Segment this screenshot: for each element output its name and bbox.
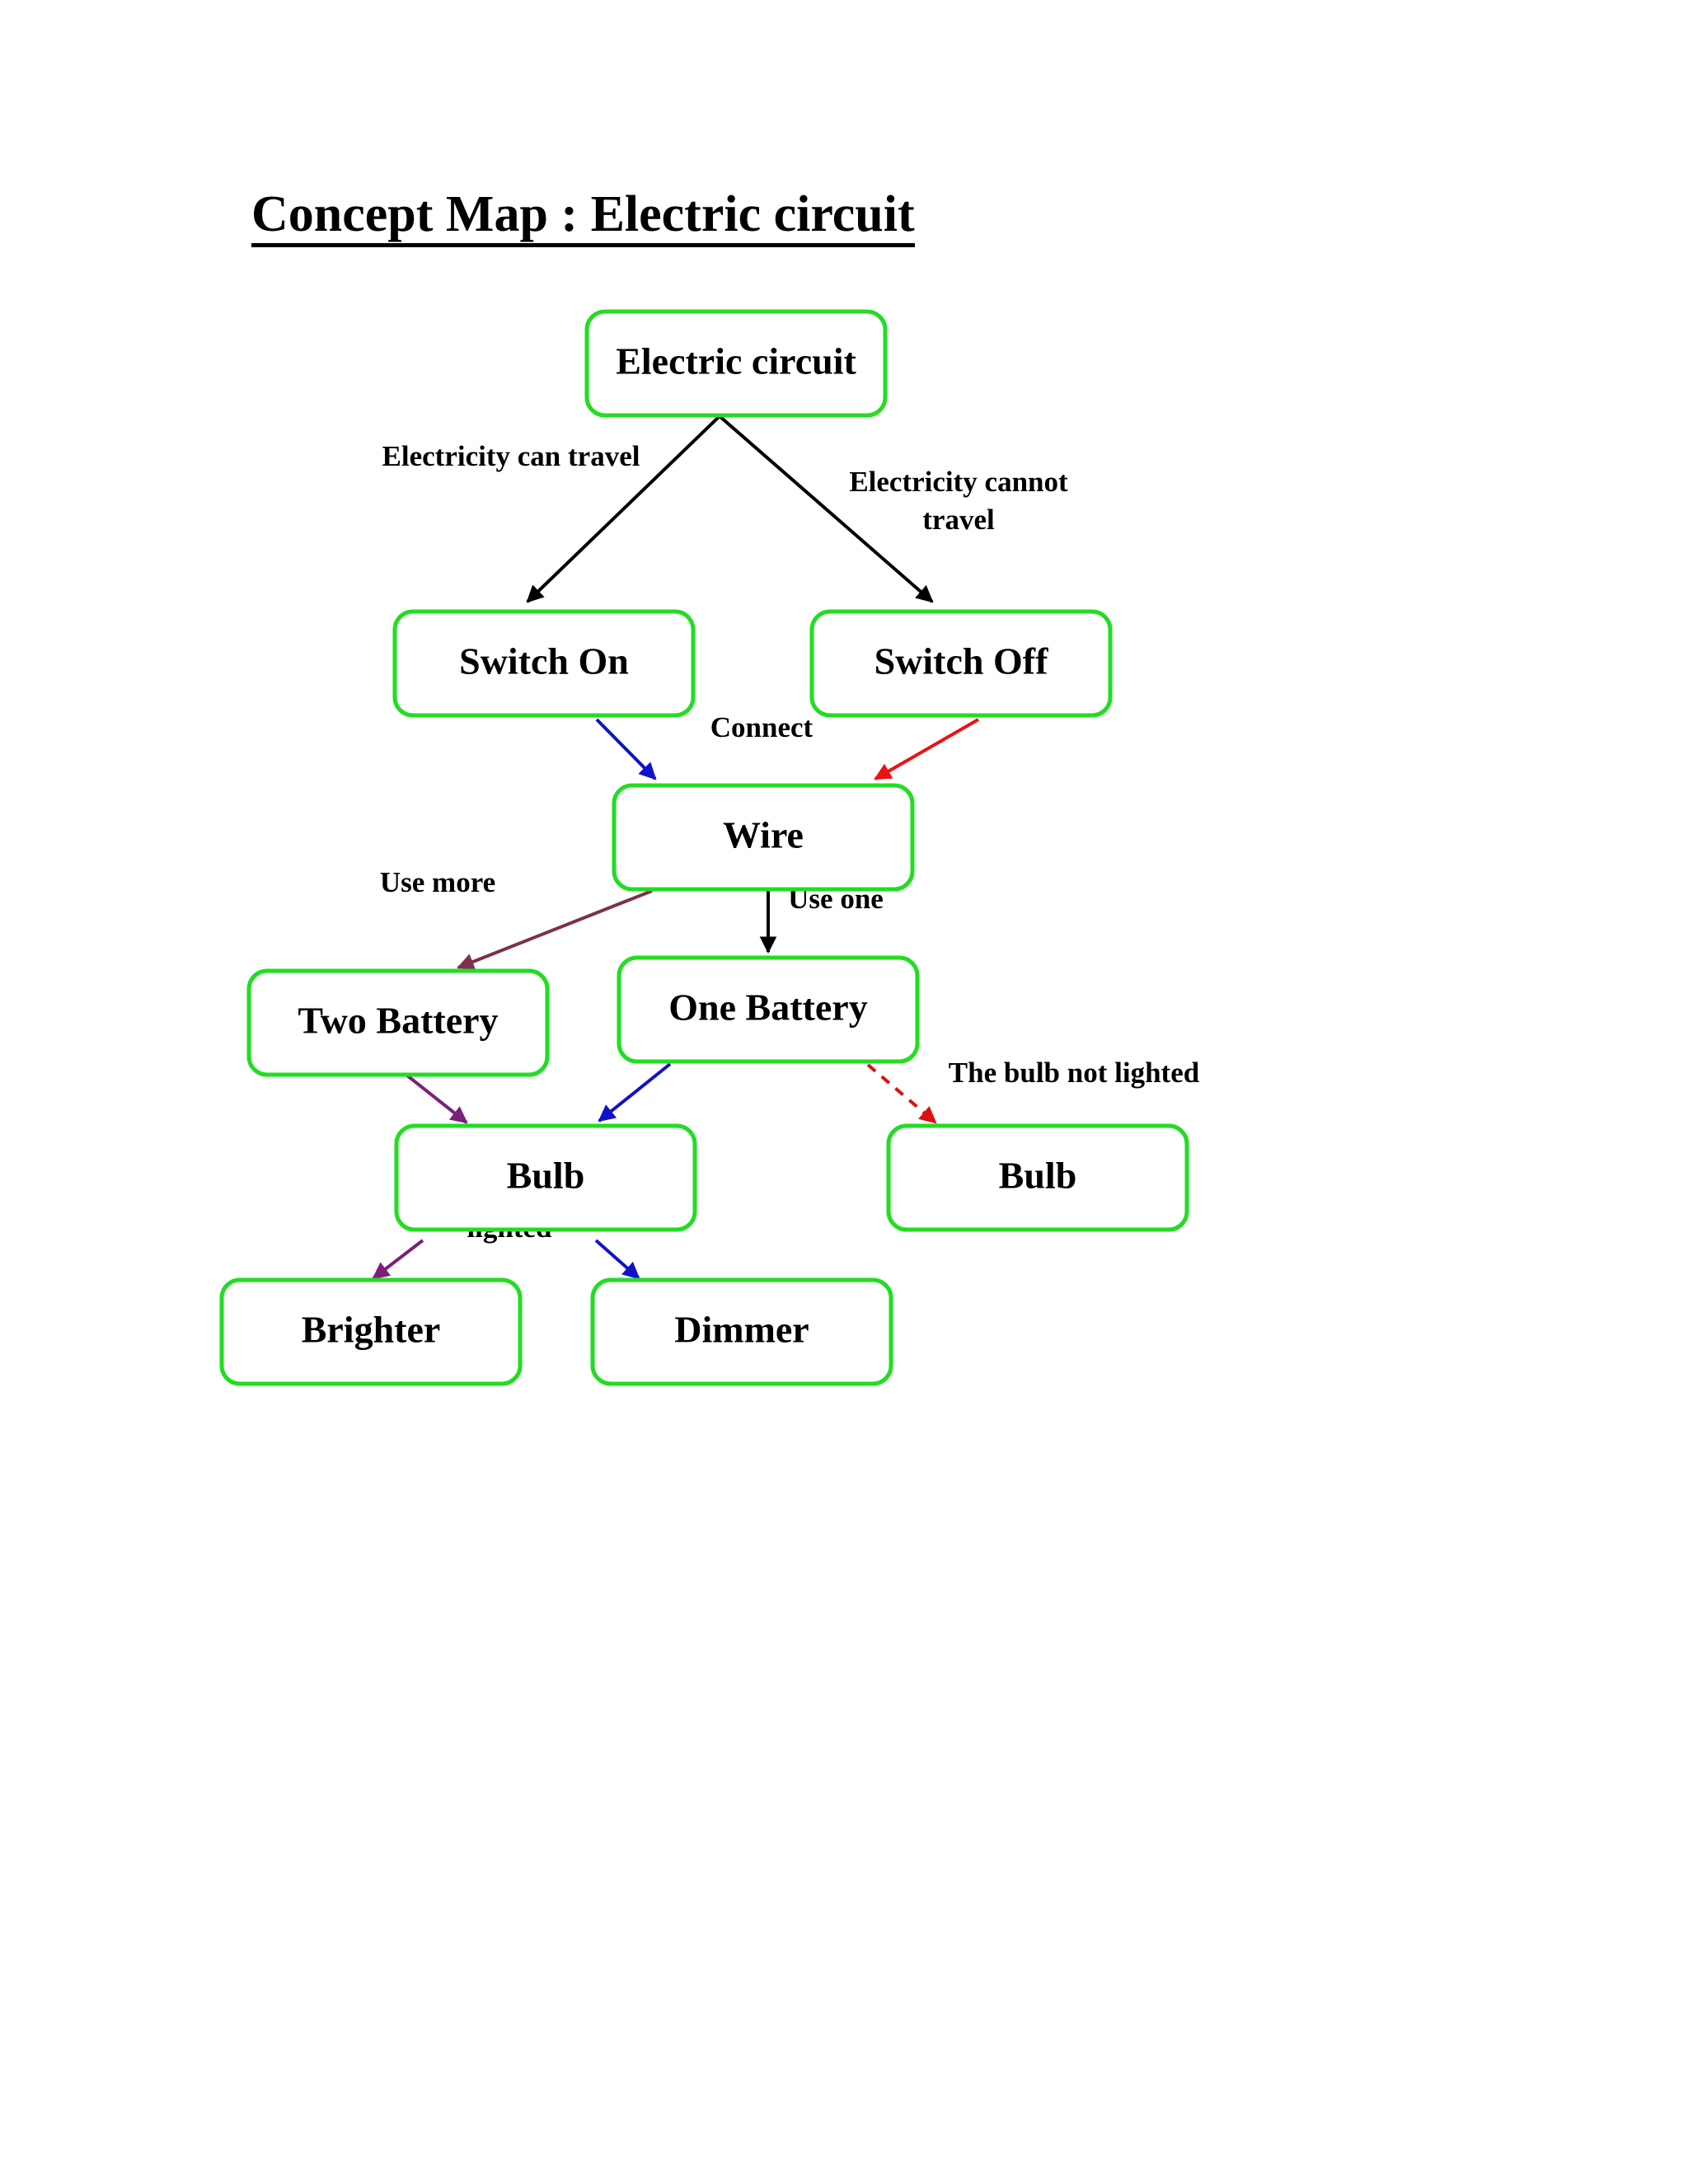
node-brighter-box[interactable] xyxy=(219,1277,523,1386)
node-dimmer-box[interactable] xyxy=(590,1277,893,1386)
edge-label-electricity-can-travel: Electricity can travel xyxy=(382,440,640,472)
edge-switch-on-to-wire xyxy=(595,718,657,780)
edge-electric-circuit-to-switch-on xyxy=(526,415,721,603)
node-electric-circuit-label: Electric circuit xyxy=(616,340,856,382)
node-switch-on-box[interactable] xyxy=(392,609,696,718)
edge-one-battery-to-bulb-not-lighted xyxy=(866,1063,937,1124)
node-switch-on-label: Switch On xyxy=(459,640,629,682)
edge-two-battery-to-bulb-lighted xyxy=(406,1074,468,1124)
edge-one-battery-to-bulb-lighted xyxy=(598,1062,672,1122)
node-one-battery[interactable]: One Battery xyxy=(617,955,920,1064)
node-dimmer[interactable]: Dimmer xyxy=(590,1277,893,1386)
node-dimmer-label: Dimmer xyxy=(674,1309,809,1351)
edge-label-connect: Connect xyxy=(710,711,814,743)
edge-label-the-bulb-not-lighted: The bulb not lighted xyxy=(949,1057,1200,1089)
edge-label-electricity-cannot-travel-line2: travel xyxy=(922,504,995,536)
node-brighter-label: Brighter xyxy=(302,1309,441,1351)
node-switch-off-label: Switch Off xyxy=(874,640,1049,682)
node-wire-box[interactable] xyxy=(612,783,915,892)
node-one-battery-box[interactable] xyxy=(617,955,920,1064)
edge-bulb-to-dimmer xyxy=(594,1239,640,1280)
edge-electric-circuit-to-switch-off xyxy=(718,415,934,603)
edge-label-electricity-cannot-travel-line1: Electricity cannot xyxy=(849,466,1068,498)
node-wire-label: Wire xyxy=(723,814,804,856)
page-title: Concept Map : Electric circuit xyxy=(251,187,915,248)
edge-label-use-more: Use more xyxy=(380,866,495,898)
node-two-battery-label: Two Battery xyxy=(298,1000,498,1042)
edge-wire-to-two-battery xyxy=(457,889,653,970)
node-switch-off[interactable]: Switch Off xyxy=(809,609,1113,718)
node-bulb-not-lighted-label: Bulb xyxy=(999,1155,1077,1197)
edge-switch-off-to-wire xyxy=(874,718,979,780)
edge-bulb-to-brighter xyxy=(372,1239,424,1280)
node-two-battery[interactable]: Two Battery xyxy=(246,968,550,1077)
node-bulb-not-lighted[interactable]: Bulb xyxy=(886,1123,1189,1232)
node-two-battery-box[interactable] xyxy=(246,968,550,1077)
node-bulb-lighted-label: Bulb xyxy=(507,1155,585,1197)
node-bulb-lighted-box[interactable] xyxy=(394,1123,697,1232)
node-brighter[interactable]: Brighter xyxy=(219,1277,523,1386)
node-bulb-lighted[interactable]: Bulb xyxy=(394,1123,697,1232)
node-wire[interactable]: Wire xyxy=(612,783,915,892)
node-switch-on[interactable]: Switch On xyxy=(392,609,696,718)
node-electric-circuit-box[interactable] xyxy=(584,309,888,418)
node-one-battery-label: One Battery xyxy=(668,987,867,1029)
node-electric-circuit[interactable]: Electric circuit xyxy=(584,309,888,418)
node-bulb-not-lighted-box[interactable] xyxy=(886,1123,1189,1232)
node-switch-off-box[interactable] xyxy=(809,609,1113,718)
